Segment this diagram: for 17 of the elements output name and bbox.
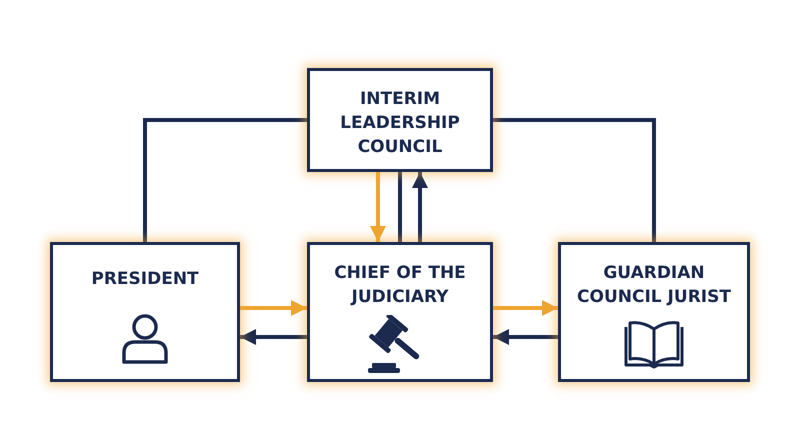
role-title: CHIEF OF THE JUDICIARY xyxy=(333,262,467,309)
connector-line xyxy=(398,172,402,242)
arrow xyxy=(240,300,307,316)
role-box xyxy=(558,242,750,382)
role-title: INTERIM LEADERSHIP COUNCIL xyxy=(339,88,461,159)
arrow xyxy=(493,300,558,316)
role-title: PRESIDENT xyxy=(90,268,200,291)
role-box xyxy=(50,242,240,382)
role-title: GUARDIAN COUNCIL JURIST xyxy=(576,262,732,309)
connector-line xyxy=(143,118,307,242)
arrow xyxy=(240,329,307,345)
arrow xyxy=(412,172,428,242)
arrow xyxy=(493,329,558,345)
role-box xyxy=(307,242,493,382)
role-box xyxy=(307,68,493,172)
connector-line xyxy=(493,118,656,242)
arrow xyxy=(370,172,386,242)
